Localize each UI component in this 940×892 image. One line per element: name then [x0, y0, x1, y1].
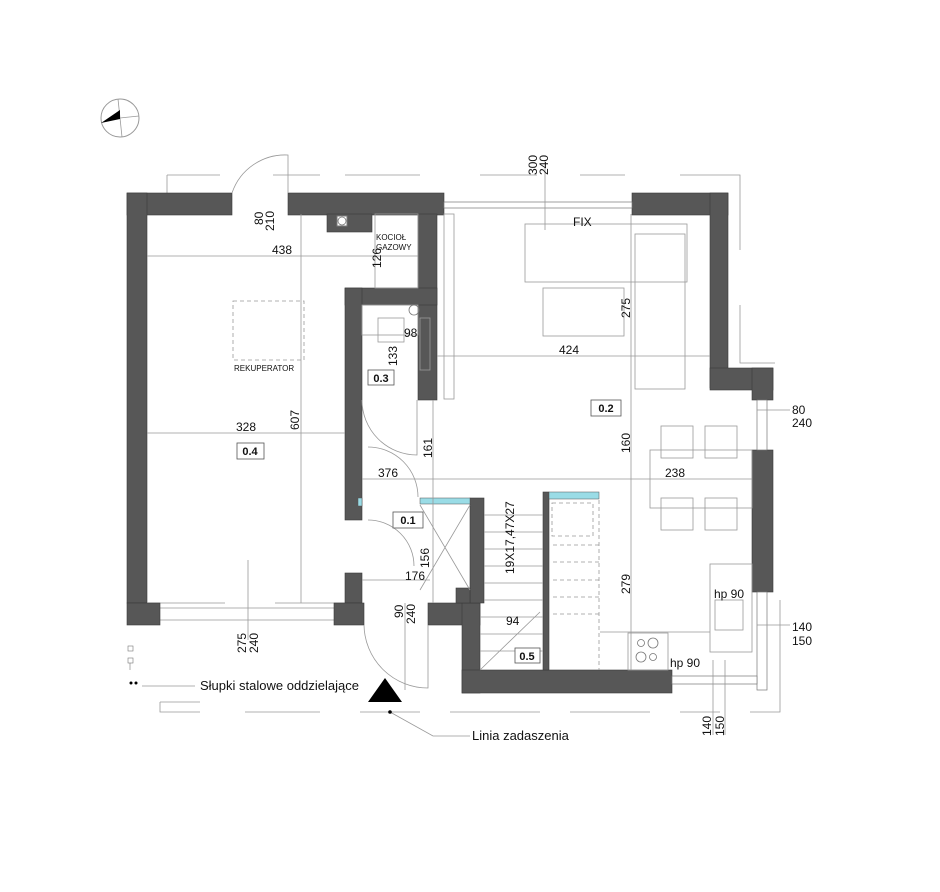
room-label-0.3: 0.3: [367, 369, 395, 386]
svg-text:98: 98: [404, 326, 418, 340]
svg-text:238: 238: [665, 466, 685, 480]
svg-text:161: 161: [421, 438, 435, 458]
walls: [126, 192, 774, 694]
north-arrow-icon: [100, 98, 140, 138]
boiler-label-2: GAZOWY: [376, 243, 412, 252]
furniture: [127, 213, 753, 685]
svg-text:140: 140: [700, 716, 714, 736]
svg-text:80: 80: [792, 403, 806, 417]
svg-text:94: 94: [506, 614, 520, 628]
svg-text:240: 240: [404, 604, 418, 624]
svg-text:240: 240: [537, 155, 551, 175]
svg-text:607: 607: [288, 410, 302, 430]
svg-text:133: 133: [386, 346, 400, 366]
svg-text:90: 90: [392, 604, 406, 618]
svg-text:300: 300: [526, 155, 540, 175]
windows: [357, 201, 768, 691]
svg-text:240: 240: [247, 633, 261, 653]
svg-text:240: 240: [792, 416, 812, 430]
svg-text:80: 80: [252, 211, 266, 225]
recuperator-label: REKUPERATOR: [234, 364, 294, 373]
svg-text:0.4: 0.4: [242, 446, 258, 458]
entrance-marker-icon: [368, 678, 402, 702]
hood-label: hp 90: [670, 656, 700, 670]
svg-text:328: 328: [236, 420, 256, 434]
room-label-0.4: 0.4: [236, 442, 265, 460]
room-label-0.1: 0.1: [392, 511, 424, 529]
svg-text:126: 126: [370, 248, 384, 268]
hood-label: hp 90: [714, 587, 744, 601]
recuperator-outline: [232, 300, 305, 361]
doors: [231, 154, 429, 689]
room-label-0.2: 0.2: [590, 399, 622, 417]
svg-text:0.1: 0.1: [400, 515, 415, 527]
svg-text:376: 376: [378, 466, 398, 480]
svg-text:140: 140: [792, 620, 812, 634]
svg-text:156: 156: [418, 548, 432, 568]
svg-text:210: 210: [263, 211, 277, 231]
roof-line-label: Linia zadaszenia: [472, 728, 570, 743]
room-label-0.5: 0.5: [514, 647, 541, 664]
svg-text:176: 176: [405, 569, 425, 583]
svg-text:279: 279: [619, 574, 633, 594]
svg-text:150: 150: [792, 634, 812, 648]
dimension-lines: [142, 160, 790, 737]
dimension-texts: 438 126 98 133 607 328 161 376 156 176 9…: [235, 155, 812, 736]
fix-window-label: FIX: [573, 215, 592, 229]
svg-text:150: 150: [713, 716, 727, 736]
boiler-label: KOCIOŁ: [376, 233, 407, 242]
svg-text:275: 275: [235, 633, 249, 653]
svg-text:0.3: 0.3: [373, 373, 388, 385]
stairs-label: 19X17,47X27: [503, 501, 517, 574]
svg-text:0.2: 0.2: [598, 403, 613, 415]
svg-text:275: 275: [619, 298, 633, 318]
svg-text:160: 160: [619, 433, 633, 453]
svg-text:424: 424: [559, 343, 579, 357]
outline-lines: [127, 174, 781, 713]
svg-text:438: 438: [272, 243, 292, 257]
svg-text:0.5: 0.5: [519, 651, 534, 663]
steel-posts-label: Słupki stalowe oddzielające: [200, 678, 359, 693]
